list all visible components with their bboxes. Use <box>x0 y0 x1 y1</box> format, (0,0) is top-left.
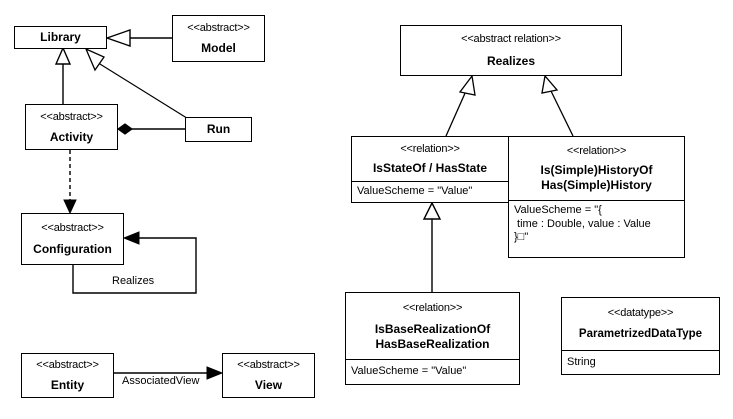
class-name-isstateof: IsStateOf / HasState <box>372 161 488 175</box>
edge-model-generalizes-library <box>104 29 172 47</box>
attribute-valuescheme: ValueScheme = "Value" <box>351 365 467 378</box>
class-box-parametrizeddatatype[interactable]: <<datatype>> ParametrizedDataType String <box>561 297 720 375</box>
class-box-entity[interactable]: <<abstract>> Entity <box>21 353 114 398</box>
edge-isstateof-generalizes-realizes <box>445 74 476 137</box>
edge-isbaserealizationof-generalizes-isstateof <box>422 201 442 292</box>
class-stereotype-isbaserealizationof: <<relation>> <box>402 301 463 314</box>
class-box-ishistoryof[interactable]: <<relation>> Is(Simple)HistoryOf Has(Sim… <box>508 136 685 258</box>
class-stereotype-view: <<abstract>> <box>237 359 300 371</box>
edge-activity-depends-configuration <box>63 150 77 215</box>
class-header-isbaserealizationof: <<relation>> IsBaseRealizationOf HasBase… <box>346 293 519 359</box>
class-name-library: Library <box>40 30 81 44</box>
class-box-configuration[interactable]: <<abstract>> Configuration <box>21 213 124 265</box>
edge-entity-associatedview-view <box>114 366 224 380</box>
class-header-view: <<abstract>> View <box>223 354 314 397</box>
class-name-entity: Entity <box>50 378 85 392</box>
edge-run-generalizes-library <box>84 47 191 121</box>
class-stereotype-configuration: <<abstract>> <box>41 222 104 234</box>
class-name-model: Model <box>201 41 236 55</box>
attribute-valuescheme-line2: time : Double, value : Value <box>514 217 651 230</box>
edge-label-associated-view: AssociatedView <box>122 375 200 387</box>
class-header-library: Library <box>15 27 106 48</box>
class-box-view[interactable]: <<abstract>> View <box>222 353 315 398</box>
class-header-entity: <<abstract>> Entity <box>22 354 113 397</box>
edge-activity-composes-run <box>116 123 185 135</box>
class-name-isbaserealizationof-line2: HasBaseRealization <box>375 336 490 351</box>
class-box-isstateof[interactable]: <<relation>> IsStateOf / HasState ValueS… <box>351 136 509 203</box>
class-box-run[interactable]: Run <box>185 117 252 142</box>
class-stereotype-entity: <<abstract>> <box>36 359 99 371</box>
class-name-parametrizeddatatype: ParametrizedDataType <box>578 328 703 340</box>
class-header-realizes: <<abstract relation>> Realizes <box>401 26 621 75</box>
class-attributes-parametrizeddatatype: String <box>562 350 719 374</box>
class-stereotype-parametrizeddatatype: <<datatype>> <box>607 307 674 319</box>
edge-label-realizes-loop: Realizes <box>112 275 155 287</box>
edge-ishistoryof-generalizes-realizes <box>541 74 574 137</box>
class-header-activity: <<abstract>> Activity <box>26 105 117 149</box>
class-header-isstateof: <<relation>> IsStateOf / HasState <box>352 137 508 181</box>
class-name-isbaserealizationof-line1: IsBaseRealizationOf <box>374 321 491 336</box>
class-name-run: Run <box>206 122 231 136</box>
attribute-valuescheme-line1: ValueScheme = "{ <box>514 204 602 216</box>
class-header-ishistoryof: <<relation>> Is(Simple)HistoryOf Has(Sim… <box>509 137 684 200</box>
class-stereotype-ishistoryof: <<relation>> <box>566 145 627 157</box>
attribute-string: String <box>567 355 596 368</box>
class-box-activity[interactable]: <<abstract>> Activity <box>25 104 118 150</box>
class-name-view: View <box>254 378 283 392</box>
class-stereotype-isstateof: <<relation>> <box>400 143 460 155</box>
class-name-configuration: Configuration <box>33 242 112 256</box>
edge-activity-generalizes-library <box>54 46 72 104</box>
class-header-run: Run <box>186 118 251 141</box>
class-name-realizes: Realizes <box>486 54 536 68</box>
class-header-parametrizeddatatype: <<datatype>> ParametrizedDataType <box>562 298 719 350</box>
attribute-valuescheme-line3: }□" <box>514 231 529 243</box>
class-name-ishistoryof-line2: Has(Simple)History <box>541 178 652 192</box>
class-box-realizes[interactable]: <<abstract relation>> Realizes <box>400 25 622 76</box>
class-header-model: <<abstract>> Model <box>173 16 264 61</box>
class-attributes-isbaserealizationof: ValueScheme = "Value" <box>346 359 519 384</box>
edge-configuration-realizes-self <box>72 231 197 294</box>
class-box-isbaserealizationof[interactable]: <<relation>> IsBaseRealizationOf HasBase… <box>345 292 520 385</box>
class-box-model[interactable]: <<abstract>> Model <box>172 15 265 62</box>
class-name-activity: Activity <box>49 129 94 144</box>
class-attributes-ishistoryof: ValueScheme = "{ time : Double, value : … <box>509 200 684 257</box>
class-stereotype-realizes: <<abstract relation>> <box>461 33 561 45</box>
class-name-ishistoryof-line1: Is(Simple)HistoryOf <box>540 163 653 177</box>
class-stereotype-model: <<abstract>> <box>187 22 250 34</box>
class-box-library[interactable]: Library <box>14 26 107 49</box>
class-header-configuration: <<abstract>> Configuration <box>22 214 123 264</box>
attribute-valuescheme: ValueScheme = "Value" <box>357 185 473 198</box>
class-attributes-isstateof: ValueScheme = "Value" <box>352 181 508 202</box>
class-stereotype-activity: <<abstract>> <box>40 110 103 123</box>
